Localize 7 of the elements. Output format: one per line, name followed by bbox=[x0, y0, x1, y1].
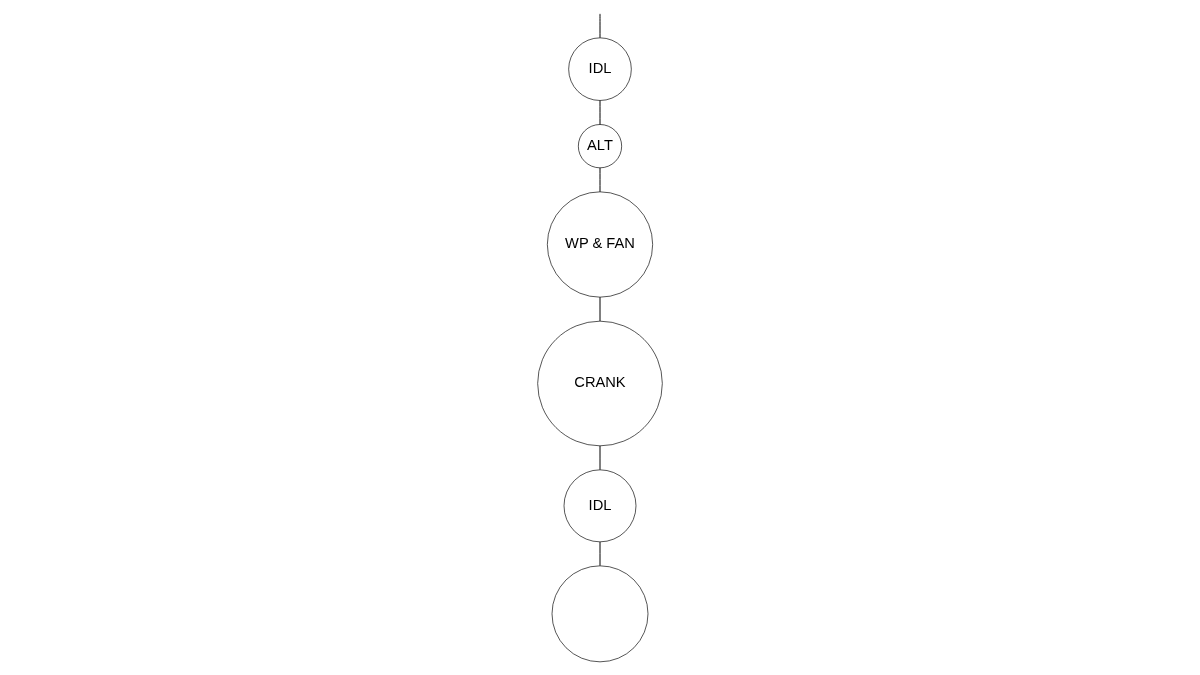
node-circle: CRANK bbox=[537, 320, 663, 447]
node-circle: IDL bbox=[568, 37, 632, 101]
node-circle: WP & FAN bbox=[547, 191, 653, 298]
node-circle: IDL bbox=[563, 469, 637, 543]
connector bbox=[599, 100, 601, 125]
node-circle: ALT bbox=[578, 124, 622, 169]
node-circle bbox=[551, 565, 649, 663]
